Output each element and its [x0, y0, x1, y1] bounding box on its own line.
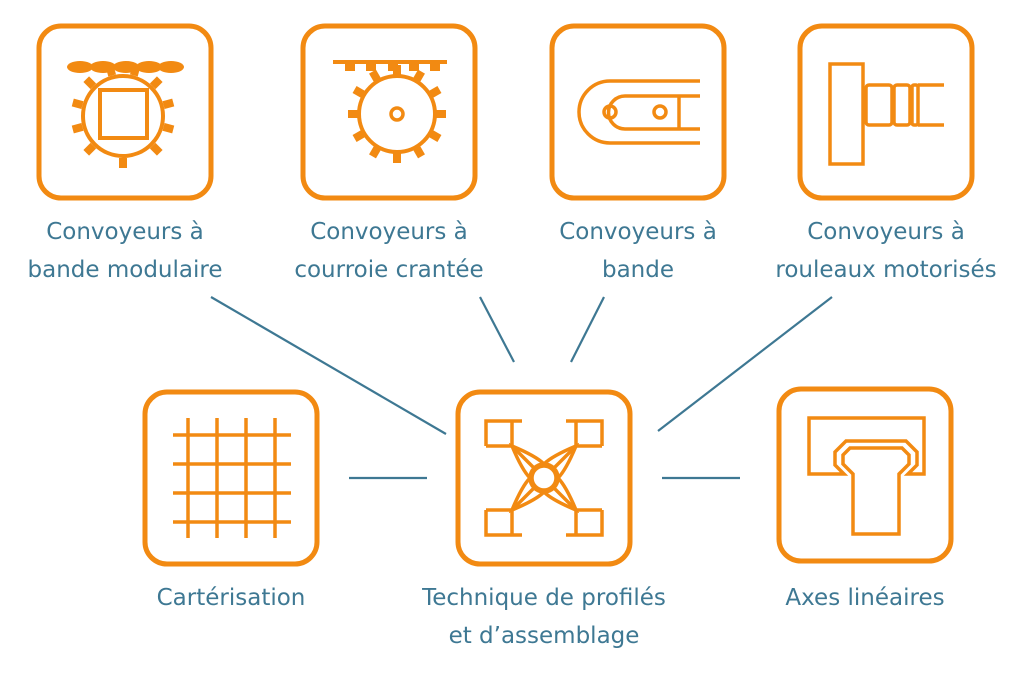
label-line: Cartérisation: [156, 585, 306, 611]
label-toothed-belt: Convoyeurs à courroie crantée: [294, 213, 483, 289]
label-linear-axes: Axes linéaires: [785, 579, 944, 617]
label-line: Convoyeurs à: [310, 219, 468, 245]
label-motor-rollers: Convoyeurs à rouleaux motorisés: [775, 213, 996, 289]
label-profile-tech: Technique de profilés et d’assemblage: [422, 579, 666, 655]
label-line: bande modulaire: [27, 257, 223, 283]
label-line: courroie crantée: [294, 257, 484, 283]
modular-belt-gear-icon: [36, 23, 214, 201]
label-line: Convoyeurs à: [559, 219, 717, 245]
label-line: Technique de profilés: [422, 585, 666, 611]
grid-icon: [142, 389, 320, 567]
connector-toothed-belt: [479, 296, 515, 363]
label-modular-belt: Convoyeurs à bande modulaire: [28, 213, 223, 289]
label-guarding: Cartérisation: [157, 579, 306, 617]
label-line: bande: [601, 257, 675, 283]
linear-axis-icon: [776, 386, 954, 564]
motor-roller-icon: [797, 23, 975, 201]
profile-cross-section-icon: [455, 389, 633, 567]
label-line: Convoyeurs à: [807, 219, 965, 245]
toothed-belt-gear-icon: [300, 23, 478, 201]
connector-modular-belt: [210, 296, 447, 435]
label-line: rouleaux motorisés: [775, 257, 997, 283]
label-line: Convoyeurs à: [46, 219, 204, 245]
connector-belt: [570, 296, 605, 363]
connectors: [210, 296, 833, 480]
label-belt: Convoyeurs à bande: [559, 213, 717, 289]
label-line: et d’assemblage: [448, 623, 640, 649]
connector-motor-rollers: [657, 296, 833, 432]
belt-conveyor-icon: [549, 23, 727, 201]
label-line: Axes linéaires: [785, 585, 945, 611]
